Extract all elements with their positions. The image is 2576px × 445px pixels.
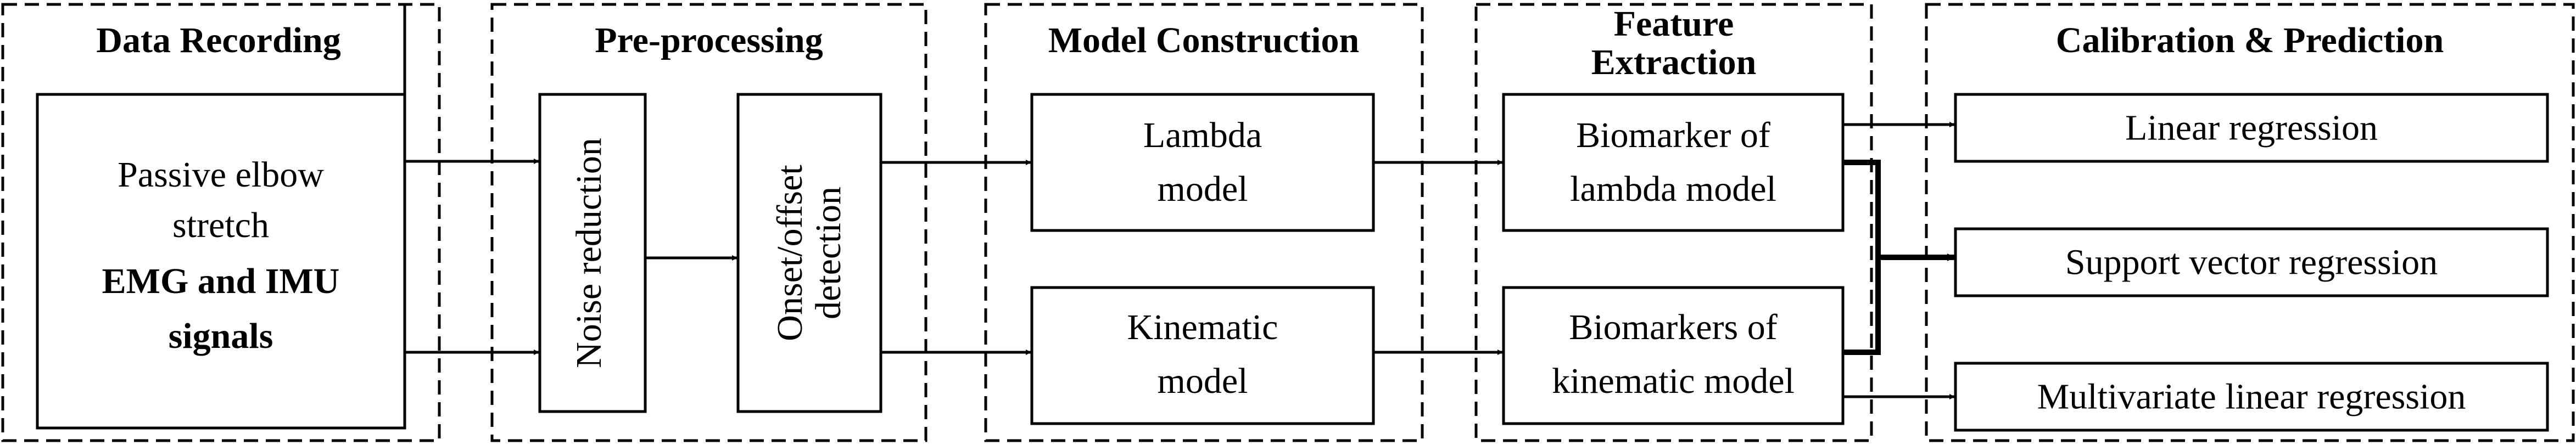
mlr-label: Multivariate linear regression (2037, 377, 2466, 417)
input-line-2: stretch (172, 205, 269, 245)
lambda-model-box (1030, 93, 1375, 232)
kinematic-model-line-2: model (1158, 361, 1248, 401)
biomarker-kinematic-box (1502, 286, 1845, 425)
stage-title-calibration-prediction: Calibration & Prediction (2056, 20, 2444, 60)
svr-label: Support vector regression (2065, 243, 2438, 283)
stage-model-construction (984, 3, 1424, 442)
noise-reduction-box (538, 93, 647, 413)
linear-regression-box (1954, 93, 2549, 163)
input-line-1: Passive elbow (118, 155, 324, 195)
lambda-model-line-2: model (1158, 169, 1248, 209)
kinematic-model-box (1030, 286, 1375, 425)
onset-offset-box (736, 93, 882, 413)
stage-preprocessing (490, 3, 927, 442)
stage-title-feature: Feature (1614, 4, 1734, 44)
stage-title-model-construction: Model Construction (1048, 20, 1359, 60)
input-line-3: EMG and IMU (102, 261, 340, 301)
biomarker-kinematic-line-1: Biomarkers of (1569, 307, 1777, 347)
biomarker-lambda-box (1502, 93, 1845, 232)
biomarker-kinematic-line-2: kinematic model (1552, 361, 1795, 401)
input-line-4: signals (169, 316, 273, 356)
noise-reduction-label: Noise reduction (569, 138, 609, 368)
stage-feature-extraction (1474, 3, 1873, 442)
svr-box (1954, 227, 2549, 297)
stage-title-extraction: Extraction (1591, 42, 1757, 82)
biomarker-lambda-line-1: Biomarker of (1576, 115, 1770, 155)
stage-calibration-prediction (1925, 3, 2575, 442)
lambda-model-line-1: Lambda (1143, 115, 1262, 155)
onset-offset-line-2: detection (808, 187, 848, 319)
stage-data-recording (1, 3, 441, 442)
onset-offset-line-1: Onset/offset (770, 165, 810, 341)
stage-title-preprocessing: Pre-processing (595, 20, 823, 60)
kinematic-model-line-1: Kinematic (1127, 307, 1278, 347)
mlr-box (1954, 362, 2549, 432)
biomarker-lambda-line-2: lambda model (1570, 169, 1776, 209)
input-signals-box (36, 93, 406, 430)
stage-title-data-recording: Data Recording (96, 20, 340, 60)
linear-regression-label: Linear regression (2125, 108, 2378, 148)
